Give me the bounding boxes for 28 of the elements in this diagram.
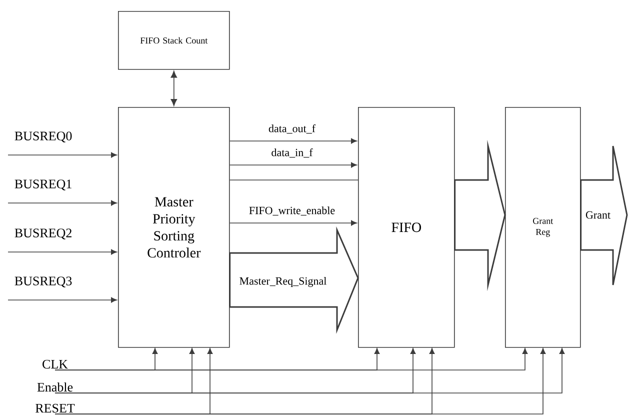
arrow [170,70,178,106]
edge-label: FIFO_write_enable [248,205,336,216]
arrow [8,249,117,255]
edge-label: data_out_f [267,123,317,135]
edge-label: BUSREQ1 [13,178,74,192]
arrow [8,200,117,206]
edge-label: BUSREQ0 [13,130,74,144]
block-box: FIFO [358,106,455,348]
bus-arrow [454,140,506,292]
arrow [54,348,565,394]
edge-label: BUSREQ2 [13,228,74,240]
block-box: FIFO Stack Count [118,11,230,70]
edge-label: data_in_f [270,147,314,159]
arrow [229,220,357,226]
signal-label: RESET [36,404,75,413]
edge-label: BUSREQ3 [13,276,74,288]
arrow [8,297,117,303]
bus-arrow [580,145,628,286]
arrow [54,348,528,370]
block-box: Master Priority Sorting Controler [118,106,230,348]
arrow [229,138,357,144]
arrow [54,348,546,414]
edge-label: Master_Req_Signal [238,276,328,288]
arrow [229,162,357,168]
block-box: Grant Reg [505,106,581,348]
signal-label: Enable [37,382,73,392]
arrow [8,152,117,158]
signal-label: CLK [42,360,68,369]
